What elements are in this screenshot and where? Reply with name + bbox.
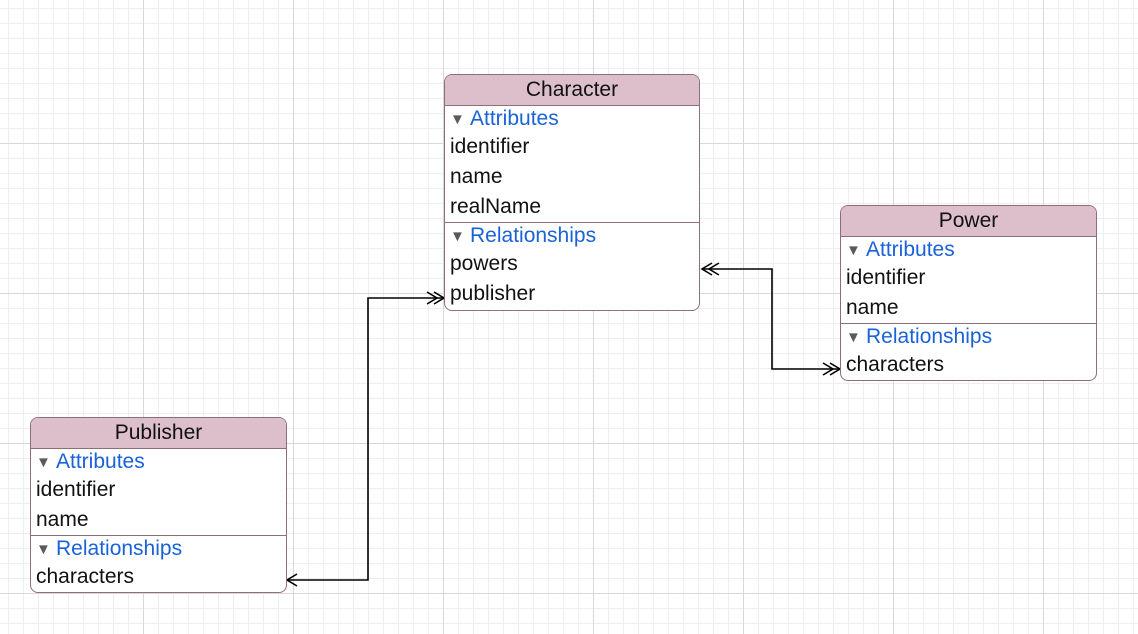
to-many-arrow-power-end: [829, 362, 842, 376]
connector-character-publisher[interactable]: [285, 291, 446, 587]
relationships-label[interactable]: Relationships: [866, 325, 993, 348]
to-many-arrow-character-end: [700, 262, 713, 276]
relationship-item[interactable]: powers: [450, 252, 518, 275]
relationships-header[interactable]: ▼ Relationships: [31, 536, 286, 562]
relationships-header[interactable]: ▼ Relationships: [445, 223, 699, 249]
connector-character-power[interactable]: [700, 262, 842, 376]
relationships-label[interactable]: Relationships: [56, 537, 183, 560]
relationship-item[interactable]: characters: [36, 565, 135, 588]
connector-line-character-power[interactable]: [702, 268, 840, 370]
to-many-arrow-publisher-rel-end: [433, 291, 446, 305]
entity-title[interactable]: Power: [841, 206, 1096, 237]
disclosure-triangle-icon[interactable]: ▼: [846, 328, 861, 346]
disclosure-triangle-icon[interactable]: ▼: [846, 241, 861, 259]
attributes-header[interactable]: ▼ Attributes: [445, 106, 699, 132]
attribute-item[interactable]: name: [846, 296, 899, 319]
attribute-item[interactable]: identifier: [846, 266, 926, 289]
to-many-arrow-publisher-rel-end-2: [426, 291, 439, 305]
attribute-item[interactable]: realName: [450, 195, 542, 218]
relationships-section: ▼ Relationships powers publisher: [445, 222, 699, 309]
attributes-label[interactable]: Attributes: [866, 238, 955, 261]
relationship-item[interactable]: characters: [846, 353, 945, 376]
disclosure-triangle-icon[interactable]: ▼: [36, 540, 51, 558]
relationship-item[interactable]: publisher: [450, 282, 536, 305]
attribute-item[interactable]: identifier: [450, 135, 530, 158]
to-many-arrow-power-end-2: [822, 362, 835, 376]
attribute-item[interactable]: name: [450, 165, 503, 188]
entity-publisher[interactable]: Publisher ▼ Attributes identifier name ▼…: [30, 417, 287, 593]
entity-title[interactable]: Publisher: [31, 418, 286, 449]
attributes-section: ▼ Attributes identifier name: [841, 237, 1096, 323]
attributes-label[interactable]: Attributes: [470, 107, 559, 130]
relationships-label[interactable]: Relationships: [470, 224, 597, 247]
entity-power[interactable]: Power ▼ Attributes identifier name ▼ Rel…: [840, 205, 1097, 381]
disclosure-triangle-icon[interactable]: ▼: [36, 453, 51, 471]
connector-line-character-publisher[interactable]: [287, 297, 444, 581]
relationships-header[interactable]: ▼ Relationships: [841, 324, 1096, 350]
attributes-section: ▼ Attributes identifier name realName: [445, 106, 699, 222]
disclosure-triangle-icon[interactable]: ▼: [450, 227, 465, 245]
attributes-header[interactable]: ▼ Attributes: [31, 449, 286, 475]
to-many-arrow-character-end-2: [707, 262, 720, 276]
attribute-item[interactable]: name: [36, 508, 89, 531]
attributes-header[interactable]: ▼ Attributes: [841, 237, 1096, 263]
to-one-arrow-publisher-end: [285, 573, 298, 587]
entity-title[interactable]: Character: [445, 75, 699, 106]
relationships-section: ▼ Relationships characters: [31, 535, 286, 592]
attributes-section: ▼ Attributes identifier name: [31, 449, 286, 535]
entity-character[interactable]: Character ▼ Attributes identifier name r…: [444, 74, 700, 311]
disclosure-triangle-icon[interactable]: ▼: [450, 110, 465, 128]
attribute-item[interactable]: identifier: [36, 478, 116, 501]
relationships-section: ▼ Relationships characters: [841, 323, 1096, 380]
attributes-label[interactable]: Attributes: [56, 450, 145, 473]
